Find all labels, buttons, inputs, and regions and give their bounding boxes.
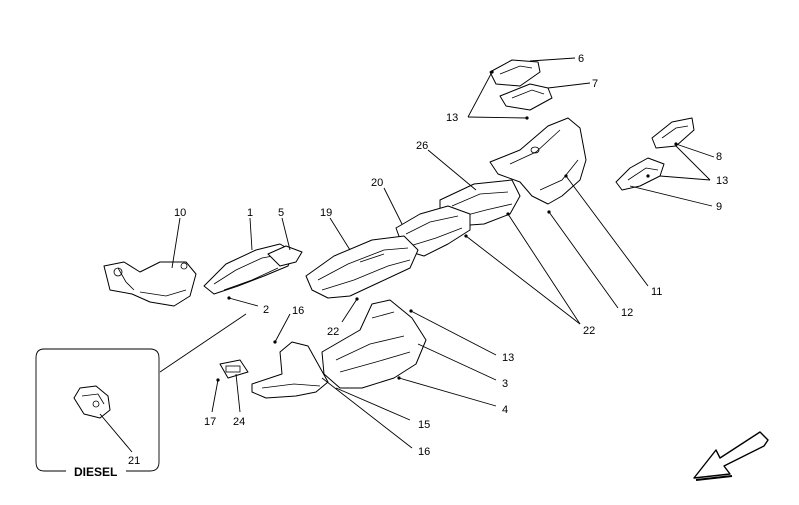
callout-8: 8 [716,151,722,163]
callout-3: 3 [502,378,508,390]
callout-4: 4 [502,404,508,416]
part-7-bracket [499,83,553,111]
diesel-inset [35,348,160,472]
part-21-heat-shield [395,205,471,257]
part-10-heat-shield [103,261,197,307]
callout-23: 22 [583,325,595,337]
part-9-bracket [615,157,665,191]
part-24-gasket [219,359,249,379]
callout-16: 16 [418,446,430,458]
callout-23: 22 [327,326,339,338]
callout-11: 11 [651,286,662,298]
inset-label-diesel: DIESEL [74,465,117,479]
callout-22: 21 [128,455,140,467]
callout-2: 2 [263,304,269,316]
callout-19: 17 [204,416,216,428]
callout-9: 9 [716,201,722,213]
callout-13: 13 [502,352,514,364]
part-6-bracket [489,59,541,87]
callout-14: 13 [716,175,728,187]
callout-24: 24 [233,416,245,428]
leader-lines [159,57,715,449]
callout-21: 20 [371,177,383,189]
part-20-heat-shield [305,235,419,299]
callout-14: 13 [446,112,458,124]
part-8-bracket [651,117,695,149]
callout-1: 1 [247,207,253,219]
callout-6: 6 [578,53,584,65]
callout-12: 12 [621,307,633,319]
part-3-heat-shield [321,299,427,389]
part-5-clip [267,245,303,267]
front-direction-arrow-icon [693,431,769,481]
callout-26: 26 [416,140,428,152]
callout-5: 5 [278,207,284,219]
part-16-heat-shield [251,341,329,399]
part-22-bracket [73,385,111,419]
callout-20: 19 [320,207,332,219]
callout-labels: 6 7 13 8 13 9 26 20 19 10 1 5 2 16 22 11… [74,53,728,479]
callout-17: 16 [292,305,304,317]
part-11-heat-shield [489,117,587,205]
callout-7: 7 [592,78,598,90]
callout-15: 15 [418,419,430,431]
callout-10: 10 [174,207,186,219]
